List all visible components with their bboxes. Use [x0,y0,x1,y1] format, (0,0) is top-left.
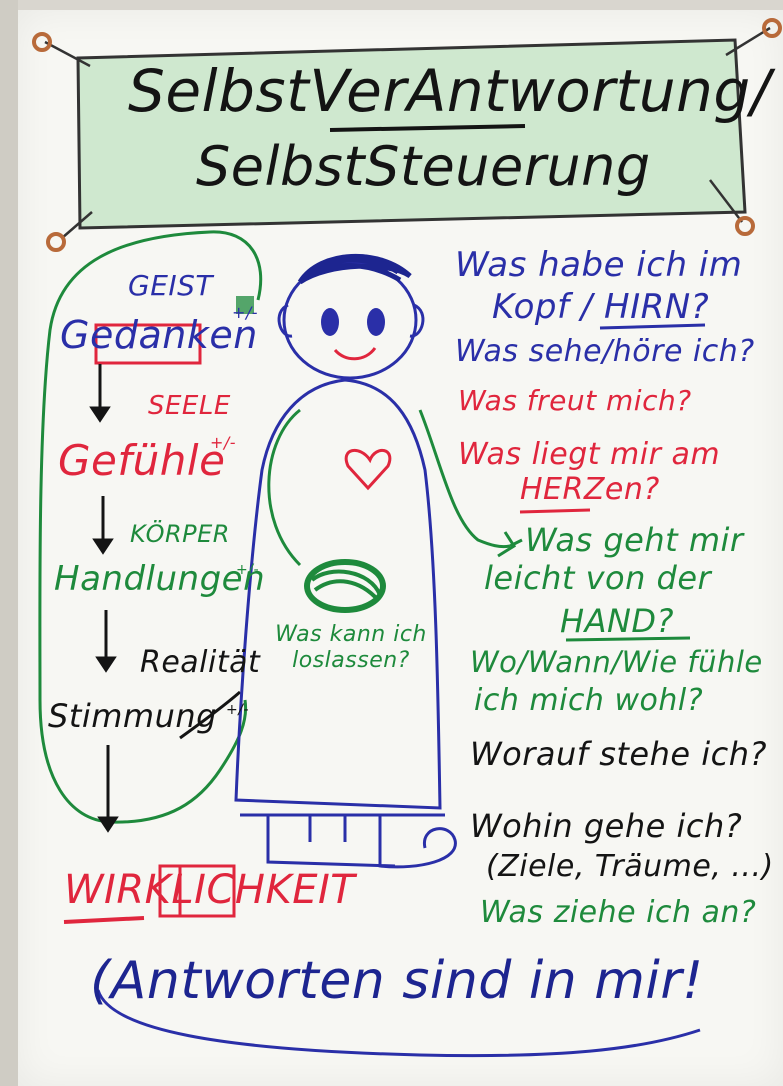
down-arrow-icons [89,364,119,833]
question-hand-line-1: Was geht mir [525,521,744,559]
question-wohl-line-2: ich mich wohl? [474,683,704,718]
label-handlungen: Handlungen [54,559,266,599]
title-underline [329,124,526,132]
question-gehe-line-2: (Ziele, Träume, ...) [486,849,774,884]
title-line-2: SelbstSteuerung [196,135,651,198]
question-ziehe: Was ziehe ich an? [480,895,757,930]
bottom-swoosh [96,989,701,1058]
photo-background-edge [0,0,18,1086]
question-herz-line-2: HERZen? [520,472,660,507]
question-herz-line-1: Was liegt mir am [458,437,721,472]
bottom-statement: (Antworten sind in mir! [90,951,704,1011]
label-stimmung: Stimmung [48,697,217,735]
question-hand-line-3: HAND? [560,602,675,640]
title-box [44,26,771,239]
question-gehe-line-1: Wohin gehe ich? [470,807,743,845]
label-koerper: KÖRPER [130,520,230,548]
question-hand-line-2: leicht von der [484,559,712,597]
label-geist: GEIST [128,269,214,302]
question-stehe: Worauf stehe ich? [470,735,767,773]
plus-minus-gefuehle: +/- [210,433,237,452]
plus-minus-handlungen: +/- [236,562,259,578]
figure-drawing [234,254,523,869]
red-box-gedanken [94,323,202,365]
label-gefuehle: Gefühle [58,436,226,485]
question-freut: Was freut mich? [458,384,692,417]
plus-minus-gedanken: +/- [232,303,259,322]
question-kopf-line-1: Was habe ich im [455,245,743,285]
label-gedanken: Gedanken [60,313,258,357]
green-loop [38,230,263,824]
title-line-1: SelbstVerAntwortung/ [128,57,771,125]
label-seele: SEELE [148,391,231,421]
question-sehe-hoere: Was sehe/höre ich? [455,334,755,369]
question-kopf-line-2: Kopf / HIRN? [492,287,710,327]
label-realitaet: Realität [140,645,261,680]
question-wohl-line-1: Wo/Wann/Wie fühle [470,645,763,679]
pin-icons [32,18,782,252]
figure-body-question: Was kann ich loslassen? [275,622,427,674]
label-wirklichkeit: WIRKLICHKEIT [64,867,356,913]
plus-minus-stimmung: +/- [226,702,249,718]
